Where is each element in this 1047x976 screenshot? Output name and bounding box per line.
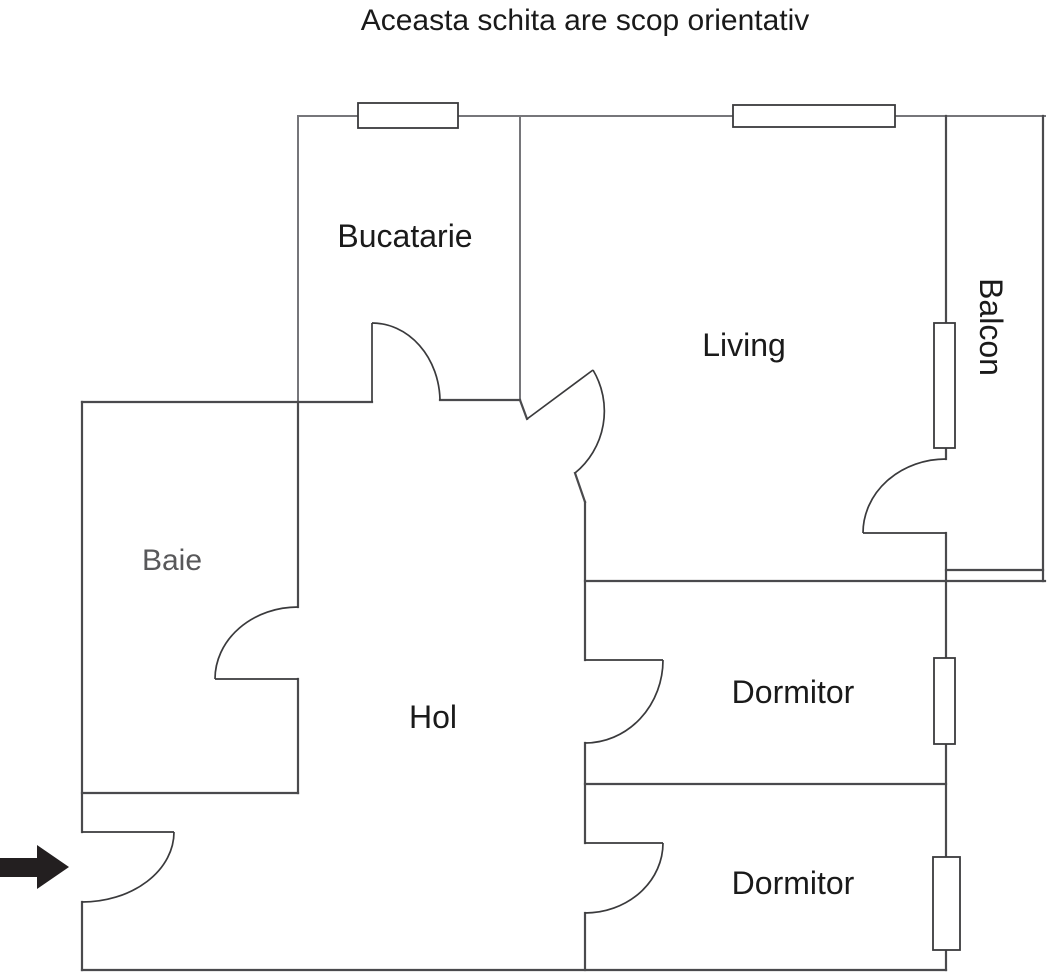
bathroom-door [214,606,299,680]
balcony-label: Balcon [973,278,1009,376]
kitchen-door [371,322,441,402]
bedroom1-label: Dormitor [732,674,855,710]
bedroom1-window [933,657,956,745]
bedroom2-window [932,856,961,951]
living-window [732,104,896,128]
entrance-arrow-icon [0,845,69,889]
living-door [526,369,606,474]
kitchen-window [357,102,459,129]
bedroom2-door [584,842,664,914]
balcony-window [933,322,956,449]
bedroom1-door [584,659,664,744]
living-label: Living [702,327,786,363]
plan-title: Aceasta schita are scop orientativ [361,4,810,37]
wall-hall-jamb-lower [573,471,587,504]
wall-hall-jamb-upper [518,398,529,421]
doors [81,322,947,914]
bathroom-label: Baie [142,544,202,577]
bedroom2-label: Dormitor [732,865,855,901]
entrance-door [81,831,175,903]
hall-label: Hol [409,699,457,735]
walls [80,114,1047,972]
room-labels: Bucatarie Living Balcon Baie Hol Dormito… [142,218,1009,901]
kitchen-label: Bucatarie [337,218,472,254]
balcony-door [862,458,947,534]
windows [357,102,961,951]
